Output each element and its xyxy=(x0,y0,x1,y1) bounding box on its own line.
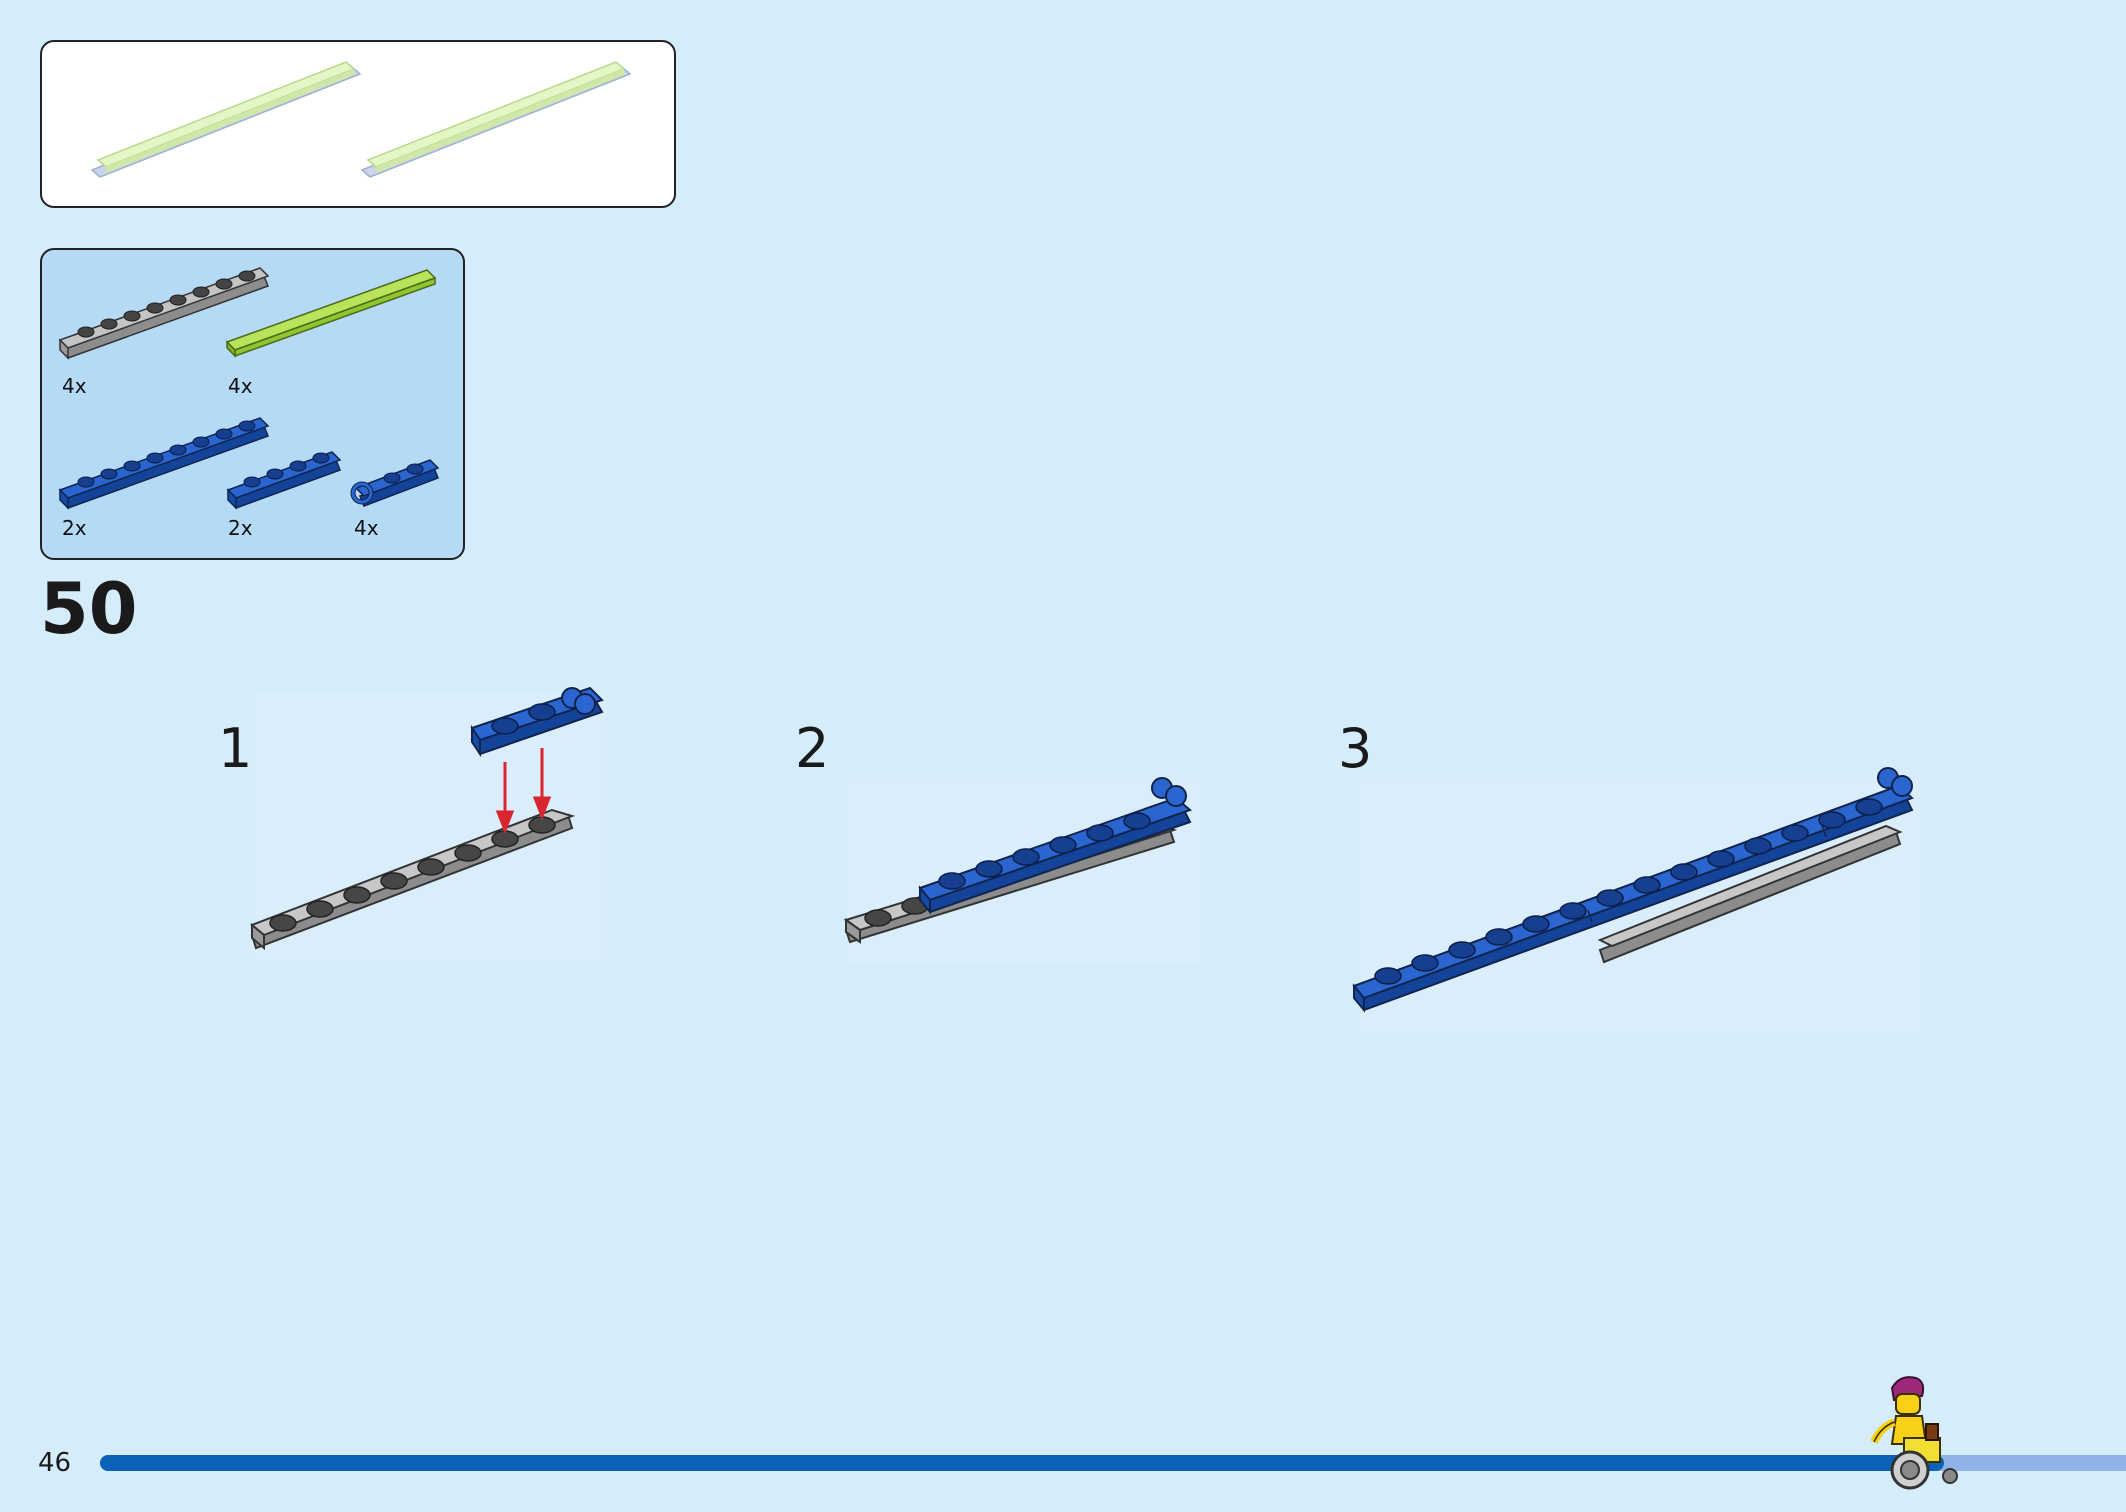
part-lime-tile-1x8 xyxy=(225,269,437,358)
substep-1-label: 1 xyxy=(218,717,253,780)
qty-lime-tile: 4x xyxy=(228,374,253,398)
previous-assembly-callout xyxy=(40,40,676,208)
rail-left xyxy=(90,61,362,178)
substep-2-label: 2 xyxy=(795,717,830,780)
substep-2-illustration xyxy=(843,777,1200,963)
parts-list-panel: 4x 4x 2x 2x 4x xyxy=(40,248,465,560)
light-rails-illustration xyxy=(90,61,632,178)
qty-blue-plate-1x4: 2x xyxy=(228,516,253,540)
substep-1-illustration xyxy=(250,686,606,960)
progress-bar xyxy=(100,1455,2126,1471)
substep-3-illustration xyxy=(1352,767,1920,1033)
qty-blue-plate-1x8: 2x xyxy=(62,516,87,540)
part-gray-plate-1x8 xyxy=(58,267,270,360)
progress-bar-fill xyxy=(100,1455,1944,1471)
qty-gray-plate: 4x xyxy=(62,374,87,398)
part-blue-plate-1x4 xyxy=(226,451,342,510)
substep-3-label: 3 xyxy=(1338,717,1373,780)
part-blue-plate-1x8 xyxy=(58,417,270,510)
parts-illustrations xyxy=(58,267,440,510)
minifigure-wheelchair-icon xyxy=(1870,1376,1958,1490)
qty-blue-clip-plate: 4x xyxy=(354,516,379,540)
part-blue-clip-plate xyxy=(350,459,440,507)
step-number: 50 xyxy=(40,568,138,650)
rail-right xyxy=(360,61,632,178)
page-number: 46 xyxy=(38,1448,72,1478)
